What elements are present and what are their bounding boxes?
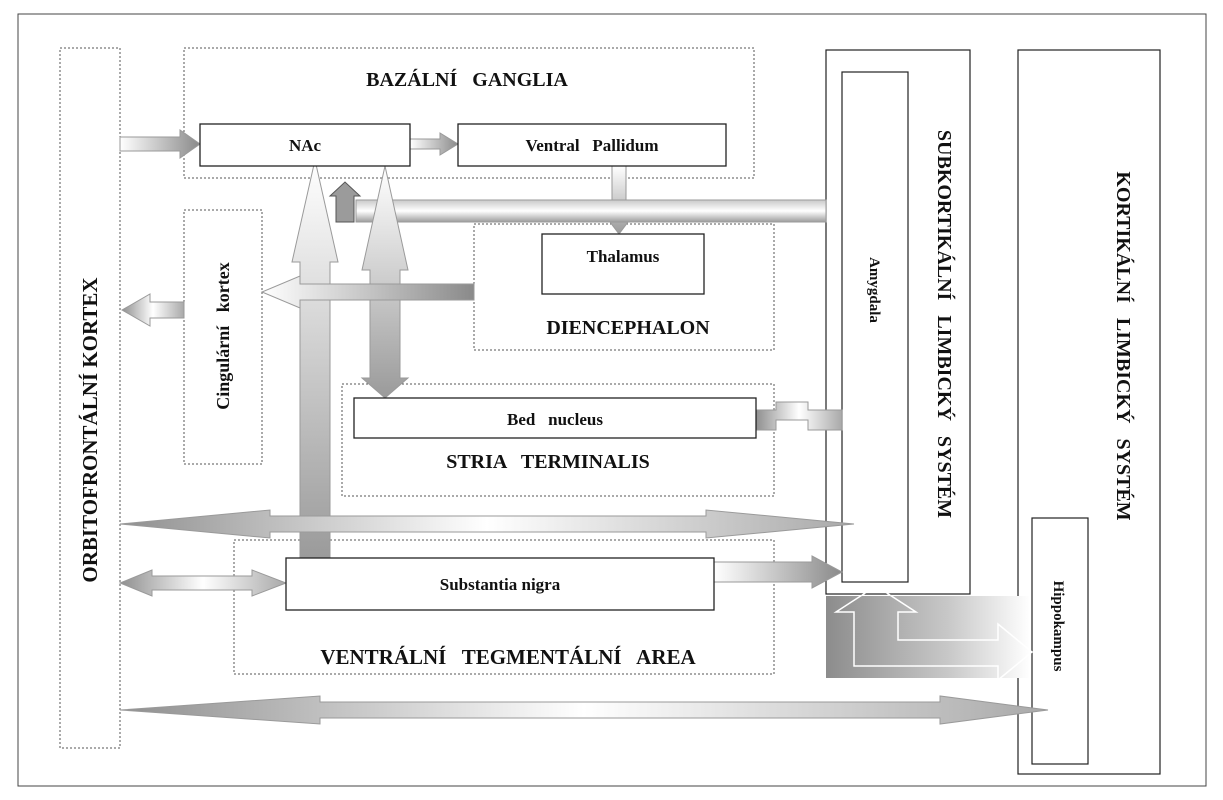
thalamus-box [541,233,705,295]
stria-terminalis-label: STRIA TERMINALIS [446,451,650,473]
arrow-vta-to-nac [291,159,339,561]
arrow-nac-to-pallidum [409,132,459,156]
cingulate-label: Cingulární kortex [213,262,233,410]
nac-label: NAc [289,136,322,155]
hippocampus-label: Hippokampus [1050,581,1066,672]
arrow-amygdala-hippocampus-block [826,596,1030,678]
substantia-nigra-label: Substantia nigra [440,575,561,594]
thalamus-label: Thalamus [587,247,660,266]
subcortical-limbic-label: SUBKORTIKÁLNÍ LIMBICKÝ SYSTÉM [933,130,956,518]
bed-nucleus-box [353,397,757,439]
vta-region [233,539,775,675]
arrow-cingulate-to-ofc [120,293,185,327]
arrow-bed-nucleus-to-nac [360,165,410,399]
stria-terminalis-region [341,383,775,497]
ventral-pallidum-label: Ventral Pallidum [525,136,658,155]
vta-label: VENTRÁLNÍ TEGMENTÁLNÍ AREA [320,645,696,669]
diencephalon-label: DIENCEPHALON [546,317,710,339]
bed-nucleus-label: Bed nucleus [507,410,603,429]
cortical-limbic-label: KORTIKÁLNÍ LIMBICKÝ SYSTÉM [1112,171,1135,520]
arrow-substantia-nigra-to-amygdala [713,555,844,589]
ventral-pallidum-box [457,123,727,167]
amygdala-label: Amygdala [866,257,882,323]
hippocampus-box [1031,517,1089,765]
arrow-thalamus-to-cingulate [260,275,475,309]
orbitofrontal-label: ORBITOFRONTÁLNÍ KORTEX [78,277,102,582]
diagram-frame [17,13,1207,787]
basal-ganglia-label: BAZÁLNÍ GANGLIA [366,68,568,91]
arrow-amygdala-band [355,199,827,223]
orbitofrontal-region [59,47,121,749]
basal-ganglia-region [183,47,755,179]
arrow-ofc-substantia-nigra [118,569,288,597]
cingulate-region [183,209,263,465]
arrow-amygdala-hippocampus [833,585,1034,682]
arrow-ofc-to-nac [119,129,201,159]
nac-box [199,123,411,167]
arrow-ofc-hippocampus [119,695,1049,725]
substantia-nigra-box [285,557,715,611]
amygdala-box [841,71,909,583]
arrow-ofc-amygdala [119,509,855,539]
arrow-bed-nucleus-amygdala [755,401,843,431]
arrow-amygdala-to-nac [328,181,362,223]
